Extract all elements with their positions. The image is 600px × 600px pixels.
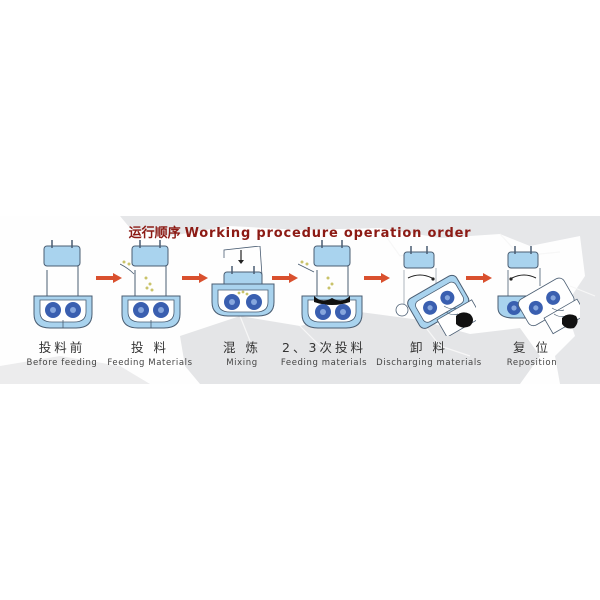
label-cn: 混 炼	[223, 340, 261, 355]
step-label-discharging: 卸 料 Discharging materials	[374, 340, 484, 370]
step-feeding-materials	[120, 240, 182, 335]
label-en: Before feeding	[26, 358, 98, 368]
label-en: Mixing	[226, 358, 258, 368]
step-label-before-feeding: 投料前 Before feeding	[18, 340, 106, 370]
arrow-right-icon	[272, 268, 298, 287]
label-cn: 投 料	[131, 340, 169, 355]
step-label-second-feeding: 2、3次投料 Feeding materials	[276, 340, 372, 370]
mixer-reposition-icon	[497, 246, 580, 335]
mixer-feeding-icon	[120, 240, 181, 329]
step-label-mixing: 混 炼 Mixing	[206, 340, 278, 370]
step-before-feeding	[32, 240, 94, 335]
label-en: Feeding Materials	[107, 358, 193, 368]
arrow-right-icon	[182, 268, 208, 287]
step-discharging	[392, 246, 476, 336]
arrow-right-icon	[364, 268, 390, 287]
label-en: Reposition	[506, 358, 558, 368]
title-cn: 运行顺序	[128, 226, 181, 241]
step-reposition	[496, 246, 580, 336]
step-mixing	[210, 246, 276, 326]
label-en: Discharging materials	[376, 358, 482, 368]
mixer-second-feeding-icon	[298, 240, 363, 329]
label-en: Feeding materials	[280, 358, 368, 368]
label-cn: 卸 料	[410, 340, 448, 355]
step-label-feeding-materials: 投 料 Feeding Materials	[104, 340, 196, 370]
mixer-discharging-icon	[395, 246, 476, 336]
step-second-feeding	[298, 240, 364, 335]
mixer-idle-icon	[33, 240, 93, 329]
label-cn: 2、3次投料	[282, 340, 366, 355]
arrow-right-icon	[96, 268, 122, 287]
step-label-reposition: 复 位 Reposition	[494, 340, 570, 370]
label-cn: 投料前	[38, 340, 86, 355]
arrow-right-icon	[466, 268, 492, 287]
title-en: Working procedure operation order	[184, 226, 472, 241]
mixer-mixing-icon	[211, 246, 275, 317]
label-cn: 复 位	[513, 340, 551, 355]
